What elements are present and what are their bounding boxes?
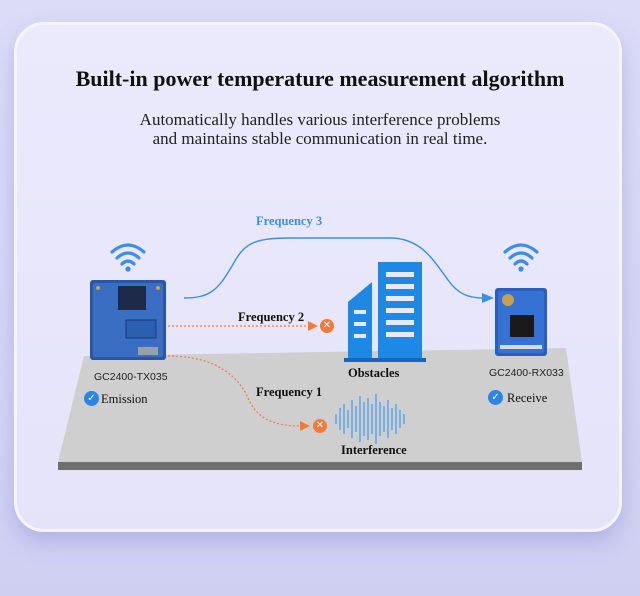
- frequency-2-label: Frequency 2: [238, 310, 305, 324]
- subtitle-line-2: and maintains stable communication in re…: [152, 129, 488, 148]
- receiver-board: [495, 288, 547, 356]
- building-icon: [344, 262, 426, 362]
- platform-edge: [58, 462, 582, 470]
- frequency-3-arrow: [482, 293, 494, 303]
- frequency-1-arrow: [300, 421, 310, 431]
- platform-top: [58, 348, 582, 462]
- transmitter-board: [90, 280, 166, 360]
- blocked-icon: ✕: [313, 419, 327, 433]
- check-icon: ✓: [84, 391, 99, 406]
- transmitter-model: GC2400-TX035: [94, 371, 168, 383]
- wifi-icon: [110, 243, 146, 272]
- check-icon: ✓: [488, 390, 503, 405]
- frequency-1-path: [167, 355, 301, 427]
- frequency-1-label: Frequency 1: [256, 385, 323, 399]
- frequency-2-arrow: [308, 321, 318, 331]
- frequency-3-label: Frequency 3: [256, 214, 323, 228]
- subtitle-line-1: Automatically handles various interferen…: [139, 110, 501, 129]
- transmitter-role: Emission: [101, 392, 148, 406]
- page-title: Built-in power temperature measurement a…: [75, 66, 565, 91]
- wifi-icon: [503, 243, 539, 272]
- interference-label: Interference: [341, 443, 407, 457]
- waveform-icon: [335, 394, 405, 444]
- frequency-3-path: [183, 237, 485, 299]
- receiver-model: GC2400-RX033: [489, 367, 564, 379]
- blocked-icon: ✕: [320, 319, 334, 333]
- obstacles-label: Obstacles: [348, 366, 400, 380]
- receiver-role: Receive: [507, 391, 548, 405]
